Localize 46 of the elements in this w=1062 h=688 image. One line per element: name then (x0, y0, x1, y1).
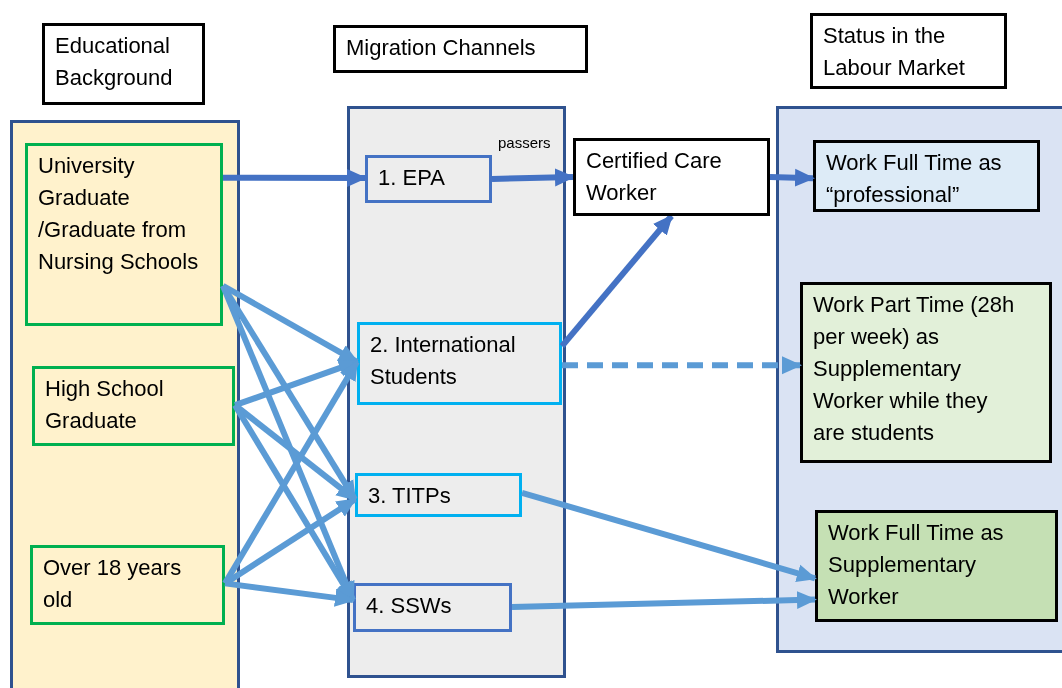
column-panel (776, 106, 1062, 653)
box-text: Educational Background (55, 32, 174, 92)
box-text: High School Graduate (45, 375, 165, 435)
box-text: Work Full Time as Supplementary Worker (828, 519, 1005, 611)
box-text: Work Part Time (28h per week) as Supplementary Worker while they are students (813, 291, 1016, 447)
arrow (232, 403, 356, 602)
text-box (810, 13, 1007, 89)
text-box (815, 510, 1058, 622)
arrow (511, 591, 817, 610)
box-text: University Graduate /Graduate from Nursing Schools (38, 152, 200, 276)
arrow (222, 360, 360, 585)
text-box (42, 23, 205, 105)
text-box (357, 322, 562, 405)
box-text: 1. EPA (378, 164, 446, 192)
arrow (223, 496, 357, 586)
arrow (491, 168, 575, 187)
text-box (355, 473, 522, 517)
box-text: Status in the Labour Market (823, 22, 966, 82)
box-text: Certified Care Worker (586, 147, 723, 207)
text-box (32, 366, 235, 446)
text-box (800, 282, 1052, 463)
text-box (353, 583, 512, 632)
text-box (333, 25, 588, 73)
text-box (365, 155, 492, 203)
box-text: 3. TITPs (368, 482, 452, 510)
edge-label: passers (498, 134, 551, 151)
text-box (573, 138, 770, 216)
arrow (234, 359, 359, 409)
arrow (224, 580, 355, 607)
text-box (813, 140, 1040, 212)
column-panel (347, 106, 566, 678)
text-box (30, 545, 225, 625)
arrow (521, 489, 817, 582)
box-text: Over 18 years old (43, 554, 182, 614)
arrow (559, 214, 674, 348)
arrow (562, 356, 802, 375)
box-text: 2. International Students (370, 331, 517, 391)
arrow (769, 168, 815, 187)
text-box (25, 143, 223, 326)
column-panel (10, 120, 240, 688)
box-text: Migration Channels (346, 34, 537, 62)
arrow (233, 402, 357, 502)
arrow (220, 284, 356, 602)
box-text: 4. SSWs (366, 592, 453, 620)
box-text: Work Full Time as “professional” (826, 149, 1003, 209)
arrow (223, 169, 367, 187)
